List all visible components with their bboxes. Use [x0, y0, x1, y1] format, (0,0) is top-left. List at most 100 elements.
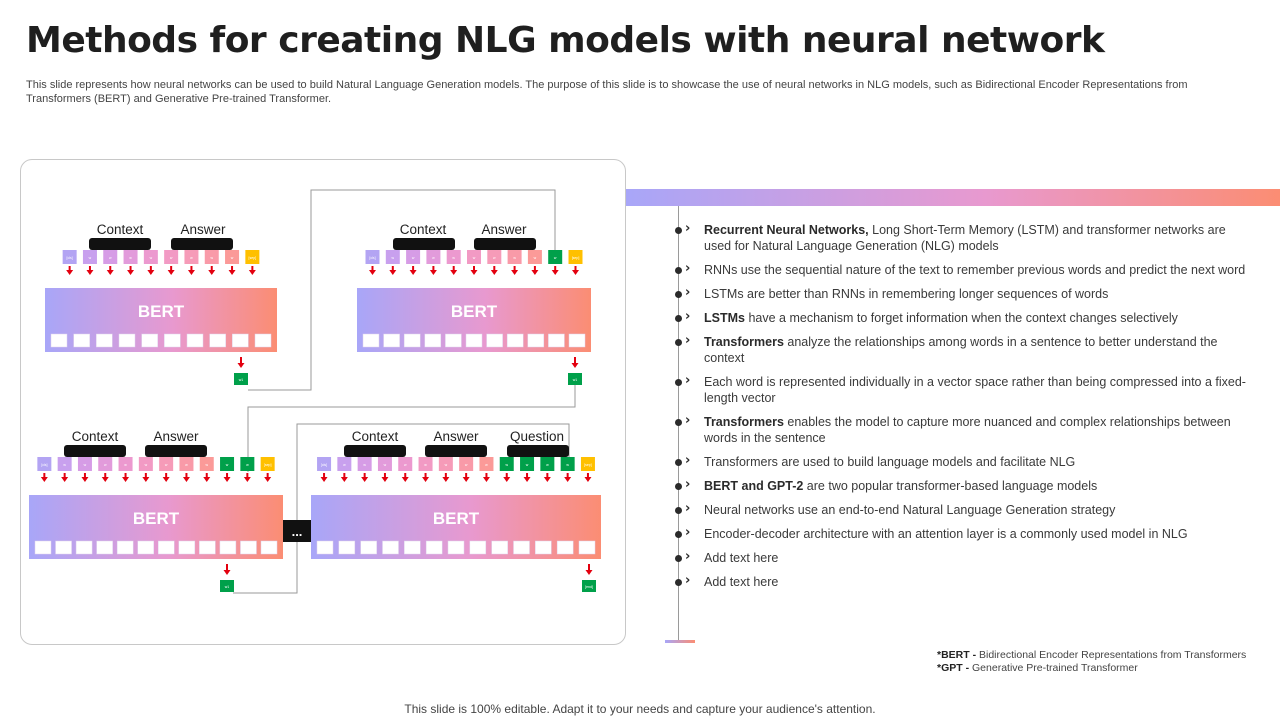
bullet-item: ›Add text here — [672, 549, 1252, 566]
input-token-label: w — [384, 463, 387, 467]
input-token — [467, 250, 481, 264]
down-arrow-icon — [369, 266, 376, 275]
input-token-label: w — [170, 256, 173, 260]
bullet-chevron-icon: › — [674, 373, 698, 388]
input-token — [159, 457, 174, 471]
input-token-label: w — [363, 463, 366, 467]
down-arrow-icon — [162, 473, 170, 482]
input-token-label: w — [104, 463, 107, 467]
bert-label: BERT — [433, 509, 480, 528]
down-arrow-icon — [127, 266, 135, 275]
input-token — [103, 250, 118, 264]
down-arrow-icon — [429, 266, 437, 275]
down-arrow-icon — [543, 473, 551, 482]
input-token-label: w — [566, 463, 569, 467]
down-arrow-icon — [223, 564, 231, 575]
output-cell — [219, 540, 237, 555]
segment-label: Context — [352, 429, 399, 444]
segment-label: Context — [400, 222, 447, 237]
input-token — [426, 250, 441, 264]
input-token — [365, 250, 380, 264]
input-token-label: [sep] — [584, 463, 592, 467]
down-arrow-icon — [462, 473, 470, 482]
output-cell — [465, 333, 483, 348]
bullet-bold-text: BERT and GPT-2 — [704, 479, 804, 493]
input-token-label: w — [185, 463, 188, 467]
input-token-label: w — [485, 463, 488, 467]
bullet-chevron-icon: › — [674, 573, 698, 588]
output-cell — [360, 540, 377, 555]
bullet-text: RNNs use the sequential nature of the te… — [704, 263, 1246, 277]
input-token-label: w — [554, 256, 557, 260]
input-token-label: w — [84, 463, 87, 467]
down-arrow-icon — [237, 357, 245, 368]
segment-label: Context — [72, 429, 119, 444]
input-token-label: w — [210, 256, 213, 260]
input-token — [143, 250, 158, 264]
segment-bracket — [507, 445, 569, 457]
input-token — [479, 457, 494, 471]
down-arrow-icon — [401, 473, 409, 482]
bullet-item: ›Transformers enables the model to captu… — [672, 413, 1252, 446]
down-arrow-icon — [470, 266, 478, 275]
input-token — [37, 457, 52, 471]
input-token — [377, 457, 392, 471]
input-token-label: w — [63, 463, 66, 467]
down-arrow-icon — [572, 266, 579, 275]
input-token-label: w — [205, 463, 208, 467]
page-title: Methods for creating NLG models with neu… — [26, 20, 1105, 61]
bert-label: BERT — [133, 509, 180, 528]
bullet-text: LSTMs are better than RNNs in rememberin… — [704, 287, 1109, 301]
down-arrow-icon — [422, 473, 430, 482]
output-cell — [55, 540, 72, 555]
input-token — [118, 457, 133, 471]
bullet-item: ›Add text here — [672, 573, 1252, 590]
input-token — [138, 457, 153, 471]
input-token — [520, 457, 535, 471]
output-cell — [445, 333, 462, 348]
down-arrow-icon — [564, 473, 572, 482]
page-subtitle: This slide represents how neural network… — [26, 79, 1188, 105]
input-token — [317, 457, 332, 471]
segment-label: Answer — [481, 222, 527, 237]
bullet-item: ›Each word is represented individually i… — [672, 373, 1252, 406]
input-token-label: [cls] — [321, 463, 327, 467]
segment-label: Answer — [153, 429, 199, 444]
segment-label: Context — [97, 222, 144, 237]
down-arrow-icon — [86, 266, 94, 275]
output-cell — [403, 333, 421, 348]
output-cell — [96, 333, 113, 348]
output-cell — [424, 333, 442, 348]
output-cell — [254, 333, 272, 348]
output-cell — [447, 540, 465, 555]
output-token — [582, 580, 596, 592]
bullet-text: Transformers are used to build language … — [704, 455, 1076, 469]
down-arrow-icon — [122, 473, 130, 482]
output-cell — [50, 333, 68, 348]
down-arrow-icon — [361, 473, 369, 482]
output-cell — [73, 333, 90, 348]
input-token — [446, 250, 461, 264]
down-arrow-icon — [66, 266, 74, 275]
down-arrow-icon — [61, 473, 69, 482]
bullet-bold-text: Transformers — [704, 415, 784, 429]
segment-bracket — [474, 238, 536, 250]
bullet-item: ›LSTMs are better than RNNs in rememberi… — [672, 285, 1252, 302]
down-arrow-icon — [585, 564, 593, 575]
output-cell — [383, 333, 400, 348]
down-arrow-icon — [511, 266, 519, 275]
input-token — [398, 457, 413, 471]
bullet-item: ›RNNs use the sequential nature of the t… — [672, 261, 1252, 278]
down-arrow-icon — [551, 266, 559, 275]
input-token-label: w — [124, 463, 127, 467]
down-arrow-icon — [147, 266, 155, 275]
input-token — [98, 457, 113, 471]
input-token-label: w — [452, 256, 455, 260]
input-token — [438, 457, 453, 471]
down-arrow-icon — [81, 473, 89, 482]
input-token — [548, 250, 563, 264]
down-arrow-icon — [248, 266, 256, 275]
output-cell — [158, 540, 175, 555]
output-cell — [164, 333, 181, 348]
timeline-end-bar — [665, 640, 695, 643]
